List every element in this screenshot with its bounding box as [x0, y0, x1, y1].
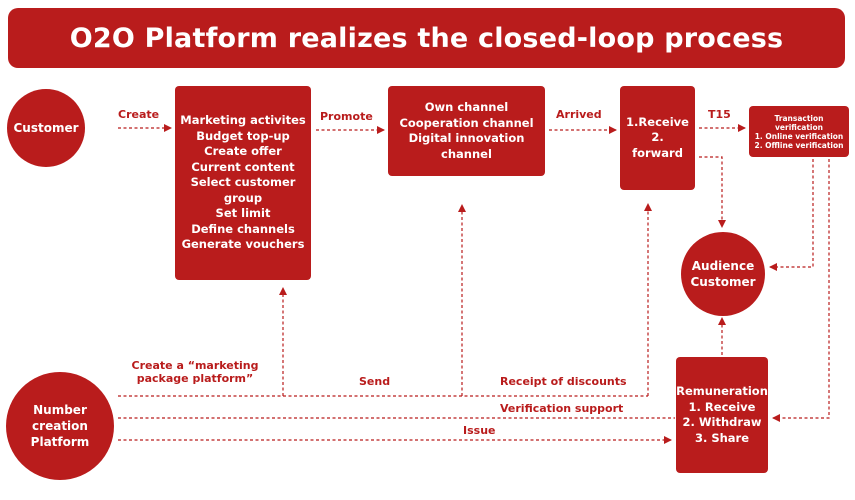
verification-label: Verification support — [500, 402, 624, 415]
marketing-line: Marketing activites — [180, 113, 306, 128]
remuneration-line: 3. Share — [694, 430, 750, 445]
channel-line: Digital innovation — [408, 131, 525, 145]
transaction-line: Transaction verification — [774, 113, 824, 132]
receipt-label: Receipt of discounts — [500, 375, 627, 388]
audience-customer-node: Audience Customer — [681, 232, 765, 316]
page-title: O2O Platform realizes the closed-loop pr… — [8, 8, 845, 68]
audience-label-2: Customer — [690, 275, 756, 289]
create-package-line-2: package platform” — [136, 372, 254, 385]
customer-node: Customer — [7, 89, 85, 167]
arrived-label: Arrived — [556, 108, 602, 121]
marketing-line: Budget top-up — [196, 128, 290, 143]
marketing-line: Select customer — [190, 175, 296, 190]
receive-forward-box: 1.Receive 2. forward — [620, 86, 695, 190]
marketing-line: Create offer — [204, 144, 282, 159]
remuneration-box: Remuneration 1. Receive 2. Withdraw 3. S… — [676, 357, 768, 473]
remuneration-line: Remuneration — [676, 384, 768, 398]
channel-line: Cooperation channel — [399, 115, 534, 130]
t15-label: T15 — [708, 108, 731, 121]
number-creation-label-2: Platform — [30, 435, 90, 449]
forward-line: 2. forward — [632, 130, 683, 160]
customer-label: Customer — [13, 121, 79, 135]
transaction-line: 2. Offline verification — [754, 140, 844, 150]
marketing-line: group — [223, 190, 263, 205]
forward-arrow — [699, 156, 726, 228]
number-creation-label-1: Number creation — [32, 403, 88, 433]
remuneration-line: 2. Withdraw — [682, 415, 762, 429]
audience-label-1: Audience — [691, 259, 755, 273]
channels-box: Own channel Cooperation channel Digital … — [388, 86, 545, 176]
channel-line: channel — [441, 146, 492, 161]
number-creation-platform-node: Number creation Platform — [6, 372, 114, 480]
marketing-line: Set limit — [215, 206, 271, 221]
marketing-box: Marketing activites Budget top-up Create… — [175, 86, 311, 280]
channel-line: Own channel — [424, 100, 509, 114]
marketing-line: Generate vouchers — [181, 237, 305, 252]
transaction-verification-box: Transaction verification 1. Online verif… — [749, 106, 849, 157]
marketing-line: Current content — [191, 159, 295, 174]
send-label: Send — [359, 375, 391, 388]
issue-label: Issue — [463, 424, 496, 437]
create-package-label: Create a “marketing package platform” — [128, 359, 262, 385]
receive-line: 1.Receive — [626, 114, 689, 129]
remuneration-line: 1. Receive — [688, 399, 756, 414]
create-package-line-1: Create a “marketing — [131, 359, 259, 372]
transaction-to-audience-arrow — [769, 159, 814, 271]
transaction-to-remuneration-arrow — [772, 159, 830, 422]
create-label: Create — [118, 108, 160, 121]
marketing-line: Define channels — [191, 221, 295, 236]
transaction-line: 1. Online verification — [754, 131, 844, 141]
promote-label: Promote — [320, 110, 373, 123]
